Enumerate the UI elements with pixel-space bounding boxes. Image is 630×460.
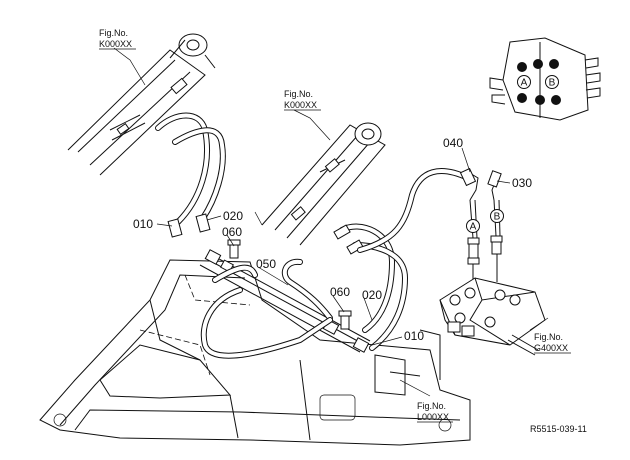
hose-030 xyxy=(487,170,502,201)
fig-ref-middle-cylinder: Fig.No. K000XX xyxy=(284,89,321,111)
hoses-left-cylinder xyxy=(155,112,226,238)
callout-010-lower: 010 xyxy=(404,329,424,343)
inset-marker-b: B xyxy=(545,75,559,89)
callout-020-lower: 020 xyxy=(362,288,382,302)
fig-ref-left-cylinder: Fig.No. K000XX xyxy=(99,28,136,50)
middle-lift-cylinder xyxy=(254,122,386,246)
svg-text:Fig.No.: Fig.No. xyxy=(534,332,563,342)
svg-text:A: A xyxy=(521,78,528,89)
fitting-060-upper xyxy=(227,239,241,259)
circle-marker-b: B xyxy=(490,209,504,223)
svg-text:G400XX: G400XX xyxy=(534,343,568,353)
callout-060-upper: 060 xyxy=(222,225,242,239)
fig-ref-frame: Fig.No. L000XX xyxy=(417,401,453,423)
control-valve xyxy=(439,277,546,356)
svg-text:Fig.No.: Fig.No. xyxy=(99,28,128,38)
svg-text:Fig.No.: Fig.No. xyxy=(417,401,446,411)
left-lift-cylinder xyxy=(67,33,216,176)
callout-020-upper: 020 xyxy=(223,209,243,223)
svg-text:Fig.No.: Fig.No. xyxy=(284,89,313,99)
hoses-lower-left xyxy=(200,264,333,359)
hose-040 xyxy=(357,167,479,253)
svg-text:B: B xyxy=(494,212,501,223)
callout-030: 030 xyxy=(512,176,532,190)
svg-text:B: B xyxy=(549,78,556,89)
circle-marker-a: A xyxy=(466,219,480,233)
svg-text:K000XX: K000XX xyxy=(99,39,132,49)
valve-inset xyxy=(489,37,601,121)
fig-ref-valve: Fig.No. G400XX xyxy=(534,332,571,354)
callout-060-lower: 060 xyxy=(330,285,350,299)
callout-040: 040 xyxy=(443,136,463,150)
svg-text:L000XX: L000XX xyxy=(417,412,449,422)
loader-frame xyxy=(39,259,471,446)
fitting-060-lower xyxy=(338,310,352,330)
drawing-code: R5515-039-11 xyxy=(530,424,587,434)
port-line-a xyxy=(467,199,480,282)
svg-text:K000XX: K000XX xyxy=(284,100,317,110)
inset-marker-a: A xyxy=(517,75,531,89)
leader-lines xyxy=(113,47,549,397)
callout-050: 050 xyxy=(256,257,276,271)
svg-text:A: A xyxy=(470,222,477,233)
callout-010-upper: 010 xyxy=(133,217,153,231)
